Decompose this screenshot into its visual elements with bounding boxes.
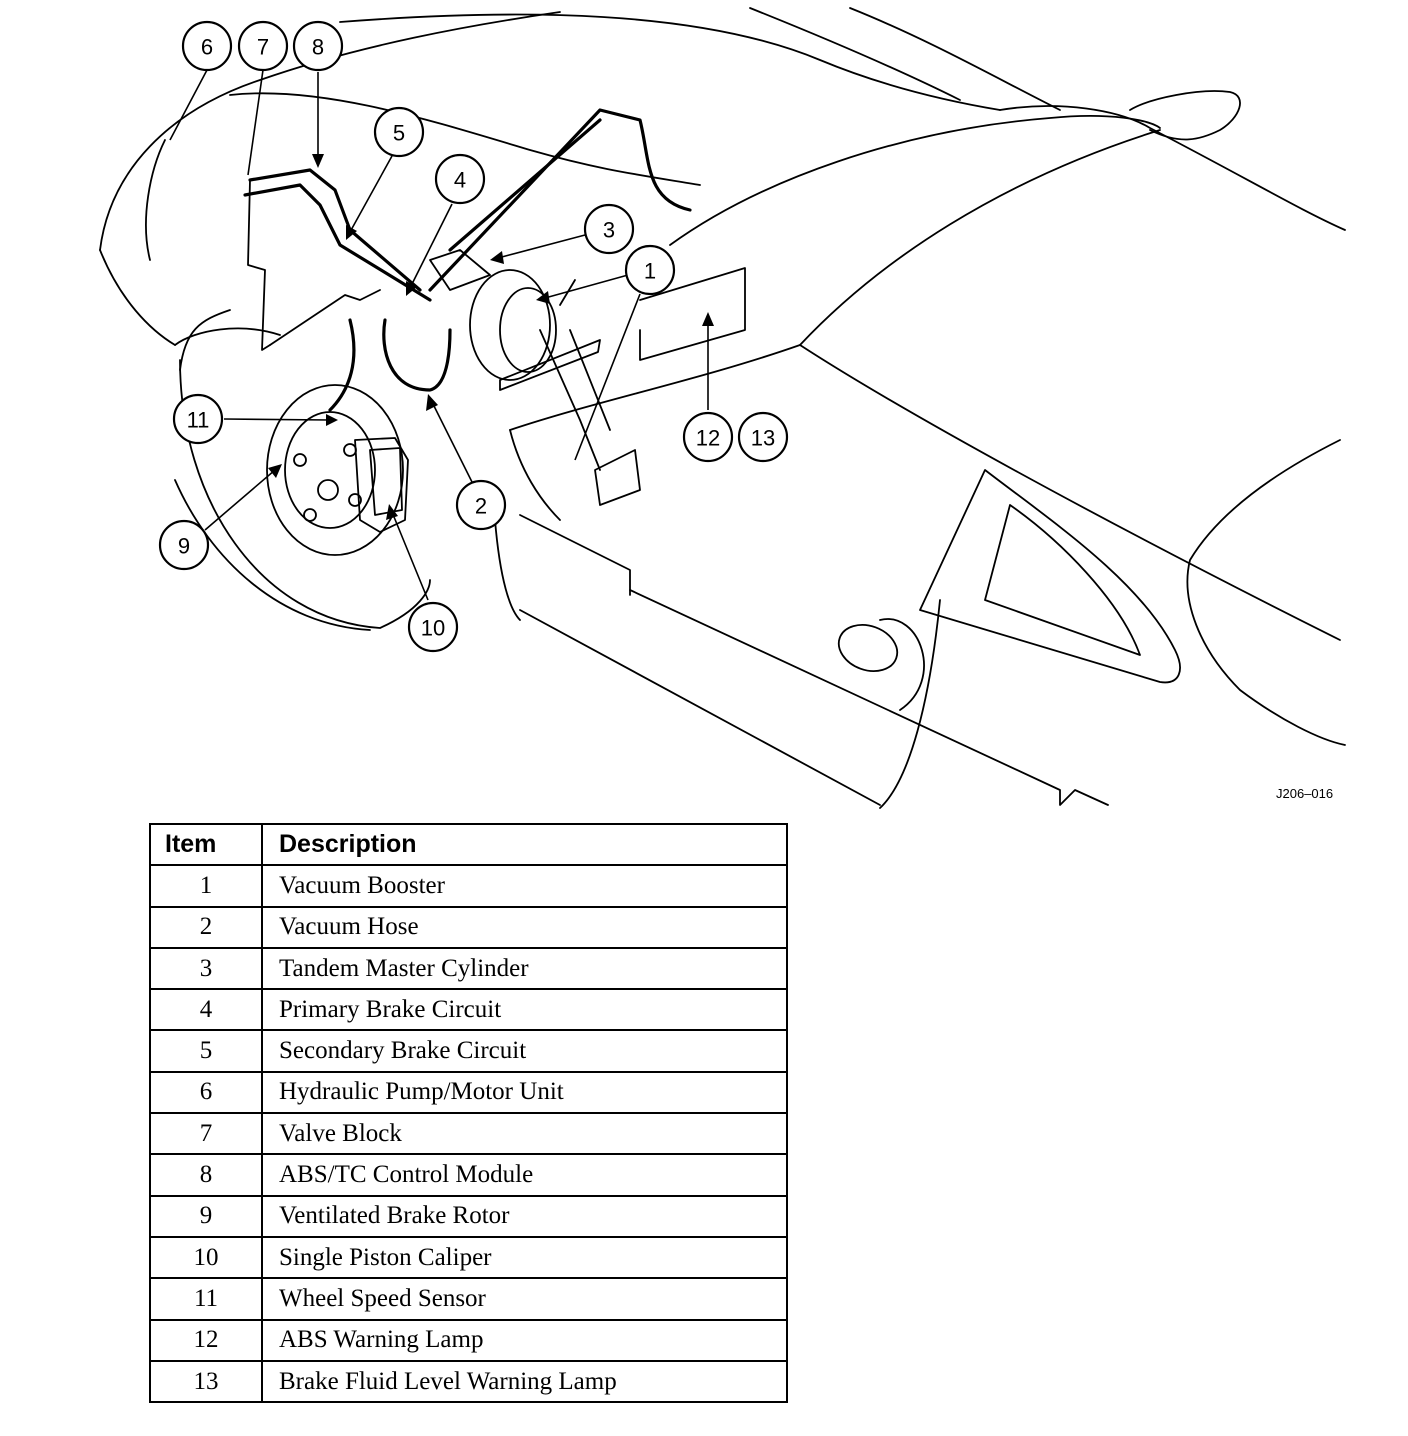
item-description-cell: ABS Warning Lamp [261,1318,788,1362]
callout-leaders [169,69,714,601]
item-number-cell: 12 [149,1318,263,1362]
item-description-cell: Single Piston Caliper [261,1235,788,1280]
svg-text:10: 10 [421,616,445,641]
item-number-cell: 1 [149,864,263,908]
item-number-cell: 11 [149,1277,263,1321]
callout-10: 10 [407,601,459,653]
wheel-assembly [174,359,431,631]
item-number-cell: 8 [149,1153,263,1197]
svg-text:13: 13 [751,426,775,451]
svg-text:8: 8 [312,35,324,60]
item-description-cell: Valve Block [261,1112,788,1156]
brake-system-illustration: 6 7 8 5 4 3 1 12 13 11 2 9 [99,7,1346,809]
car-body-outline [99,7,1346,809]
item-number-cell: 2 [149,905,263,949]
callout-6: 6 [181,20,233,72]
table-header-row: Item Description [149,822,788,867]
figure-id: J206–016 [1276,786,1334,801]
svg-text:3: 3 [603,218,615,243]
callout-8: 8 [292,20,344,72]
item-number-cell: 4 [149,988,263,1032]
column-header-item: Item [149,822,263,867]
svg-text:11: 11 [187,408,210,433]
svg-text:9: 9 [178,534,190,559]
svg-text:1: 1 [644,259,656,284]
callout-11: 11 [172,393,224,445]
item-description-cell: Secondary Brake Circuit [261,1029,788,1073]
svg-text:12: 12 [696,426,720,451]
svg-text:7: 7 [257,35,269,60]
item-description-cell: Vacuum Booster [261,864,788,908]
item-number-cell: 7 [149,1112,263,1156]
item-description-cell: Vacuum Hose [261,905,788,949]
svg-text:5: 5 [393,121,405,146]
item-number-cell: 6 [149,1070,263,1115]
item-description-cell: Brake Fluid Level Warning Lamp [261,1359,788,1404]
callout-7: 7 [237,20,289,72]
item-description-cell: ABS/TC Control Module [261,1153,788,1197]
callout-12: 12 [682,411,734,463]
svg-text:6: 6 [201,35,213,60]
item-number-cell: 5 [149,1029,263,1073]
callout-9: 9 [158,519,210,571]
item-description-cell: Ventilated Brake Rotor [261,1194,788,1238]
brake-lines [243,108,692,506]
svg-text:4: 4 [454,168,466,193]
callout-5: 5 [373,106,425,158]
callout-1: 1 [624,244,676,296]
item-description-cell: Wheel Speed Sensor [261,1277,788,1321]
item-number-cell: 10 [149,1235,263,1280]
item-number-cell: 9 [149,1194,263,1238]
item-number-cell: 3 [149,946,263,991]
callout-4: 4 [434,153,486,205]
item-description-cell: Primary Brake Circuit [261,988,788,1032]
column-header-description: Description [261,822,788,867]
callout-3: 3 [583,203,635,255]
svg-text:2: 2 [475,494,487,519]
item-description-cell: Hydraulic Pump/Motor Unit [261,1070,788,1115]
callout-13: 13 [737,411,789,463]
item-number-cell: 13 [149,1359,263,1404]
item-description-cell: Tandem Master Cylinder [261,946,788,991]
callout-2: 2 [455,479,507,531]
